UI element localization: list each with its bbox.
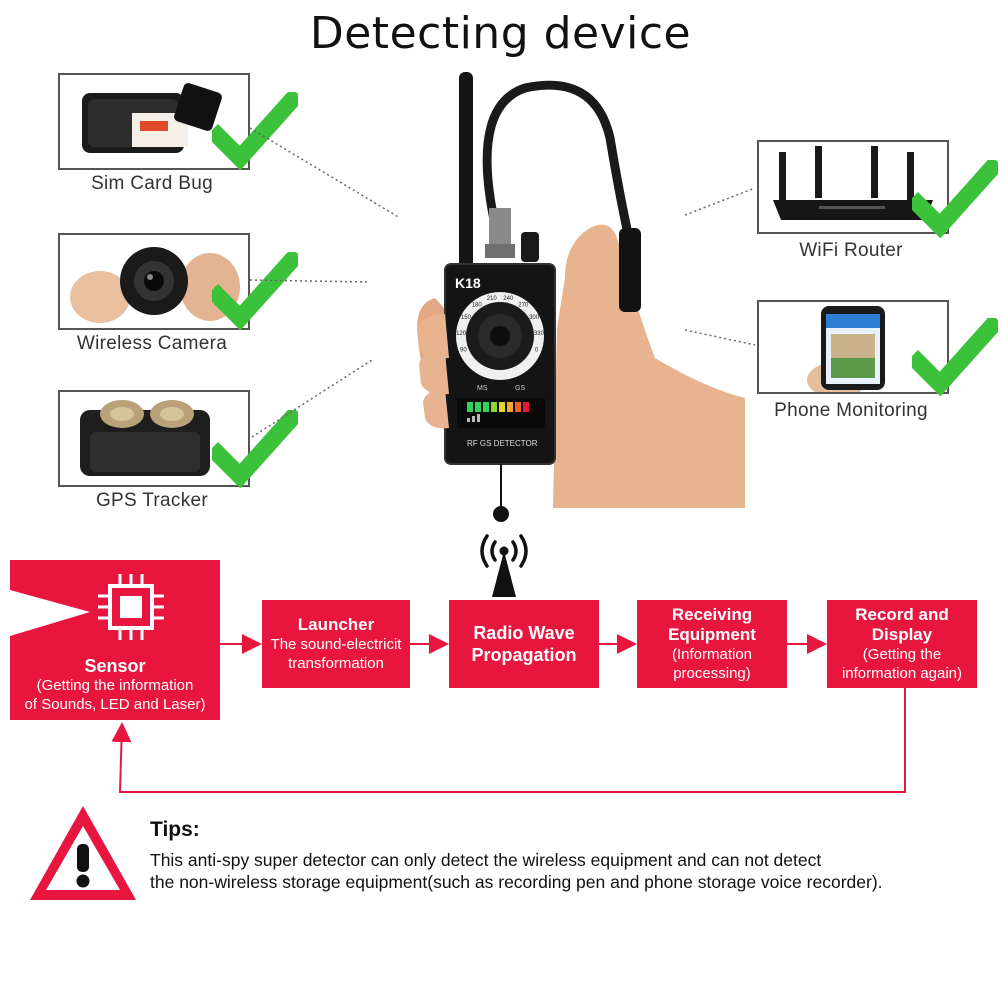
card-wifi-router	[757, 140, 949, 234]
label-wireless-camera: Wireless Camera	[76, 333, 228, 354]
check-icon	[212, 92, 298, 170]
flow-sub-sensor: (Getting the information of Sounds, LED …	[24, 677, 206, 713]
device-model: K18	[455, 275, 481, 291]
flow-sub-receiving: (Information processing)	[671, 646, 753, 682]
flow-box-launcher: Launcher The sound-electricit transforma…	[262, 600, 410, 688]
dial-number: 240	[503, 296, 514, 302]
dial-number: 0	[535, 347, 539, 353]
card-wireless-camera	[58, 233, 250, 330]
dial-number: 90	[460, 347, 467, 353]
gps-tracker-icon	[80, 400, 210, 476]
card-phone-monitoring	[757, 300, 949, 394]
phone-monitoring-icon	[807, 306, 885, 392]
label-wifi-router: WiFi Router	[799, 240, 903, 261]
radio-signal-icon	[480, 534, 528, 597]
tips-heading: Tips:	[150, 818, 200, 841]
flow-title-receiving: Receiving Equipment	[668, 605, 756, 644]
flow-sub-launcher: The sound-electricit transformation	[270, 636, 402, 672]
chip-sensor-icon	[98, 574, 164, 640]
tips-line-1: This anti-spy super detector can only de…	[150, 850, 822, 870]
card-sim-card-bug	[58, 73, 250, 170]
warning-icon	[30, 806, 136, 900]
dial-number: 120	[456, 331, 467, 337]
tips-line-2: the non-wireless storage equipment(such …	[150, 872, 883, 892]
flow-title-sensor: Sensor	[84, 656, 146, 676]
label-gps-tracker: GPS Tracker	[95, 490, 209, 511]
flow-title-launcher: Launcher	[297, 615, 375, 634]
dial-left-label: MS	[477, 385, 488, 392]
dial-number: 150	[461, 315, 472, 321]
page-title: Detecting device	[309, 8, 692, 59]
signal-led-bar	[467, 402, 529, 422]
dial-number: 180	[472, 303, 483, 309]
flow-title-radio-wave: Radio Wave Propagation	[471, 623, 577, 665]
dial-number: 270	[518, 303, 529, 309]
label-sim-card-bug: Sim Card Bug	[91, 173, 213, 194]
card-gps-tracker	[58, 390, 250, 487]
flow-box-record-display: Record and Display (Getting the informat…	[827, 600, 977, 688]
check-icon	[212, 410, 298, 488]
flow-arrows	[111, 634, 906, 793]
flow-box-sensor: Sensor (Getting the information of Sound…	[10, 560, 220, 720]
flow-sub-record-display: (Getting the information again)	[841, 646, 963, 682]
dial-right-label: GS	[515, 385, 525, 392]
sim-card-bug-icon	[82, 83, 222, 153]
device-panel-text: RF GS DETECTOR	[467, 439, 538, 448]
flow-box-receiving: Receiving Equipment (Information process…	[637, 600, 787, 688]
flow-box-radio-wave: Radio Wave Propagation	[449, 600, 599, 688]
sensor-notch	[10, 590, 90, 636]
dial-number: 330	[534, 331, 545, 337]
connector-lines	[249, 127, 756, 438]
label-phone-monitoring: Phone Monitoring	[774, 400, 928, 421]
check-icon	[912, 318, 998, 396]
check-icon	[212, 252, 298, 330]
flow-title-record-display: Record and Display	[855, 605, 949, 644]
dial-number: 210	[487, 296, 498, 302]
check-icon	[912, 160, 998, 238]
wifi-router-icon	[773, 146, 933, 220]
tips-text: This anti-spy super detector can only de…	[150, 849, 883, 893]
dial-number: 300	[529, 315, 540, 321]
